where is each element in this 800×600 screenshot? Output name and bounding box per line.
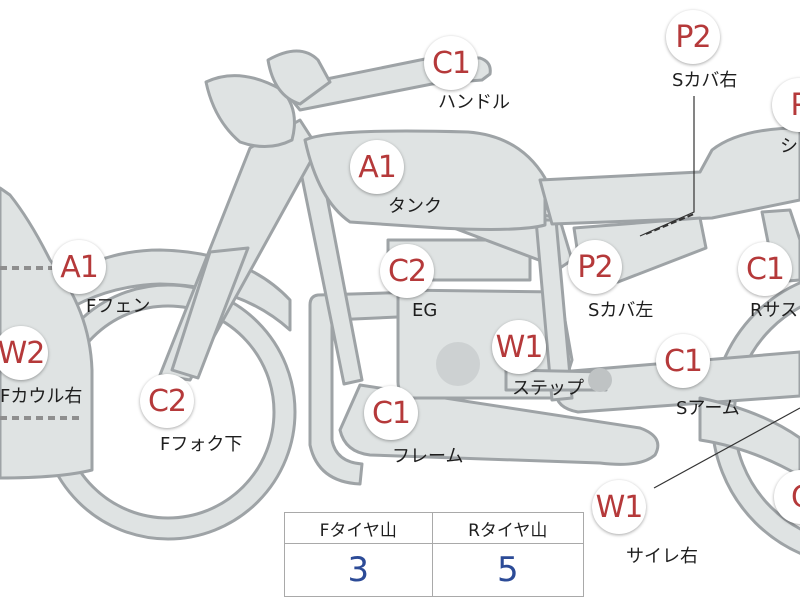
tire-table-header-row: Fタイヤ山 Rタイヤ山 xyxy=(284,512,585,544)
badge-side-cover-left: P2 xyxy=(568,240,622,294)
badge-front-fender: A1 xyxy=(52,240,106,294)
front-tire-value: 3 xyxy=(284,543,433,597)
front-tire-header: Fタイヤ山 xyxy=(284,512,433,544)
label-side-cover-left: Sカバ左 xyxy=(588,300,654,321)
badge-tank: A1 xyxy=(350,140,404,194)
badge-engine: C2 xyxy=(380,244,434,298)
headlight xyxy=(204,74,296,148)
badge-rear-suspension: C1 xyxy=(738,242,792,296)
label-handle: ハンドル xyxy=(438,92,510,113)
label-seat: シ xyxy=(780,136,798,157)
badge-front-cowl-right: W2 xyxy=(0,326,48,380)
badge-swing-arm: C1 xyxy=(656,334,710,388)
label-front-cowl-right: Fカウル右 xyxy=(0,386,83,407)
badge-handle: C1 xyxy=(424,36,478,90)
rear-tire-header: Rタイヤ山 xyxy=(431,512,585,544)
label-frame: フレーム xyxy=(392,446,464,467)
handle-mount xyxy=(266,49,332,106)
label-rear-suspension: Rサス xyxy=(750,300,799,321)
badge-front-fork: C2 xyxy=(140,374,194,428)
step-peg-circle xyxy=(588,368,612,392)
front-cowl xyxy=(0,186,94,480)
label-engine: EG xyxy=(412,300,438,321)
label-side-cover-right: Sカバ右 xyxy=(672,70,738,91)
tire-tread-table: Fタイヤ山 Rタイヤ山 3 5 xyxy=(284,512,585,597)
seat xyxy=(538,126,800,226)
front-fork-lower xyxy=(170,246,250,380)
leader-line-muffler xyxy=(653,407,800,489)
label-tank: タンク xyxy=(388,196,442,217)
label-muffler-right: サイレ右 xyxy=(626,546,698,567)
label-front-fender: Fフェン xyxy=(86,296,151,317)
badge-side-cover-right: P2 xyxy=(666,10,720,64)
label-step: ステップ xyxy=(512,378,584,399)
rear-muffler xyxy=(698,396,800,478)
label-swing-arm: Sアーム xyxy=(676,398,740,419)
rear-tire-value: 5 xyxy=(431,543,585,597)
label-front-fork: Fフォク下 xyxy=(160,434,243,455)
tire-table-value-row: 3 5 xyxy=(284,543,585,597)
frame xyxy=(338,383,660,466)
frame-rear-tube xyxy=(534,218,574,402)
badge-step: W1 xyxy=(492,320,546,374)
badge-muffler-right: W1 xyxy=(592,480,646,534)
engine-cover-circle xyxy=(436,342,480,386)
rear-tire xyxy=(710,281,800,555)
badge-frame: C1 xyxy=(364,386,418,440)
